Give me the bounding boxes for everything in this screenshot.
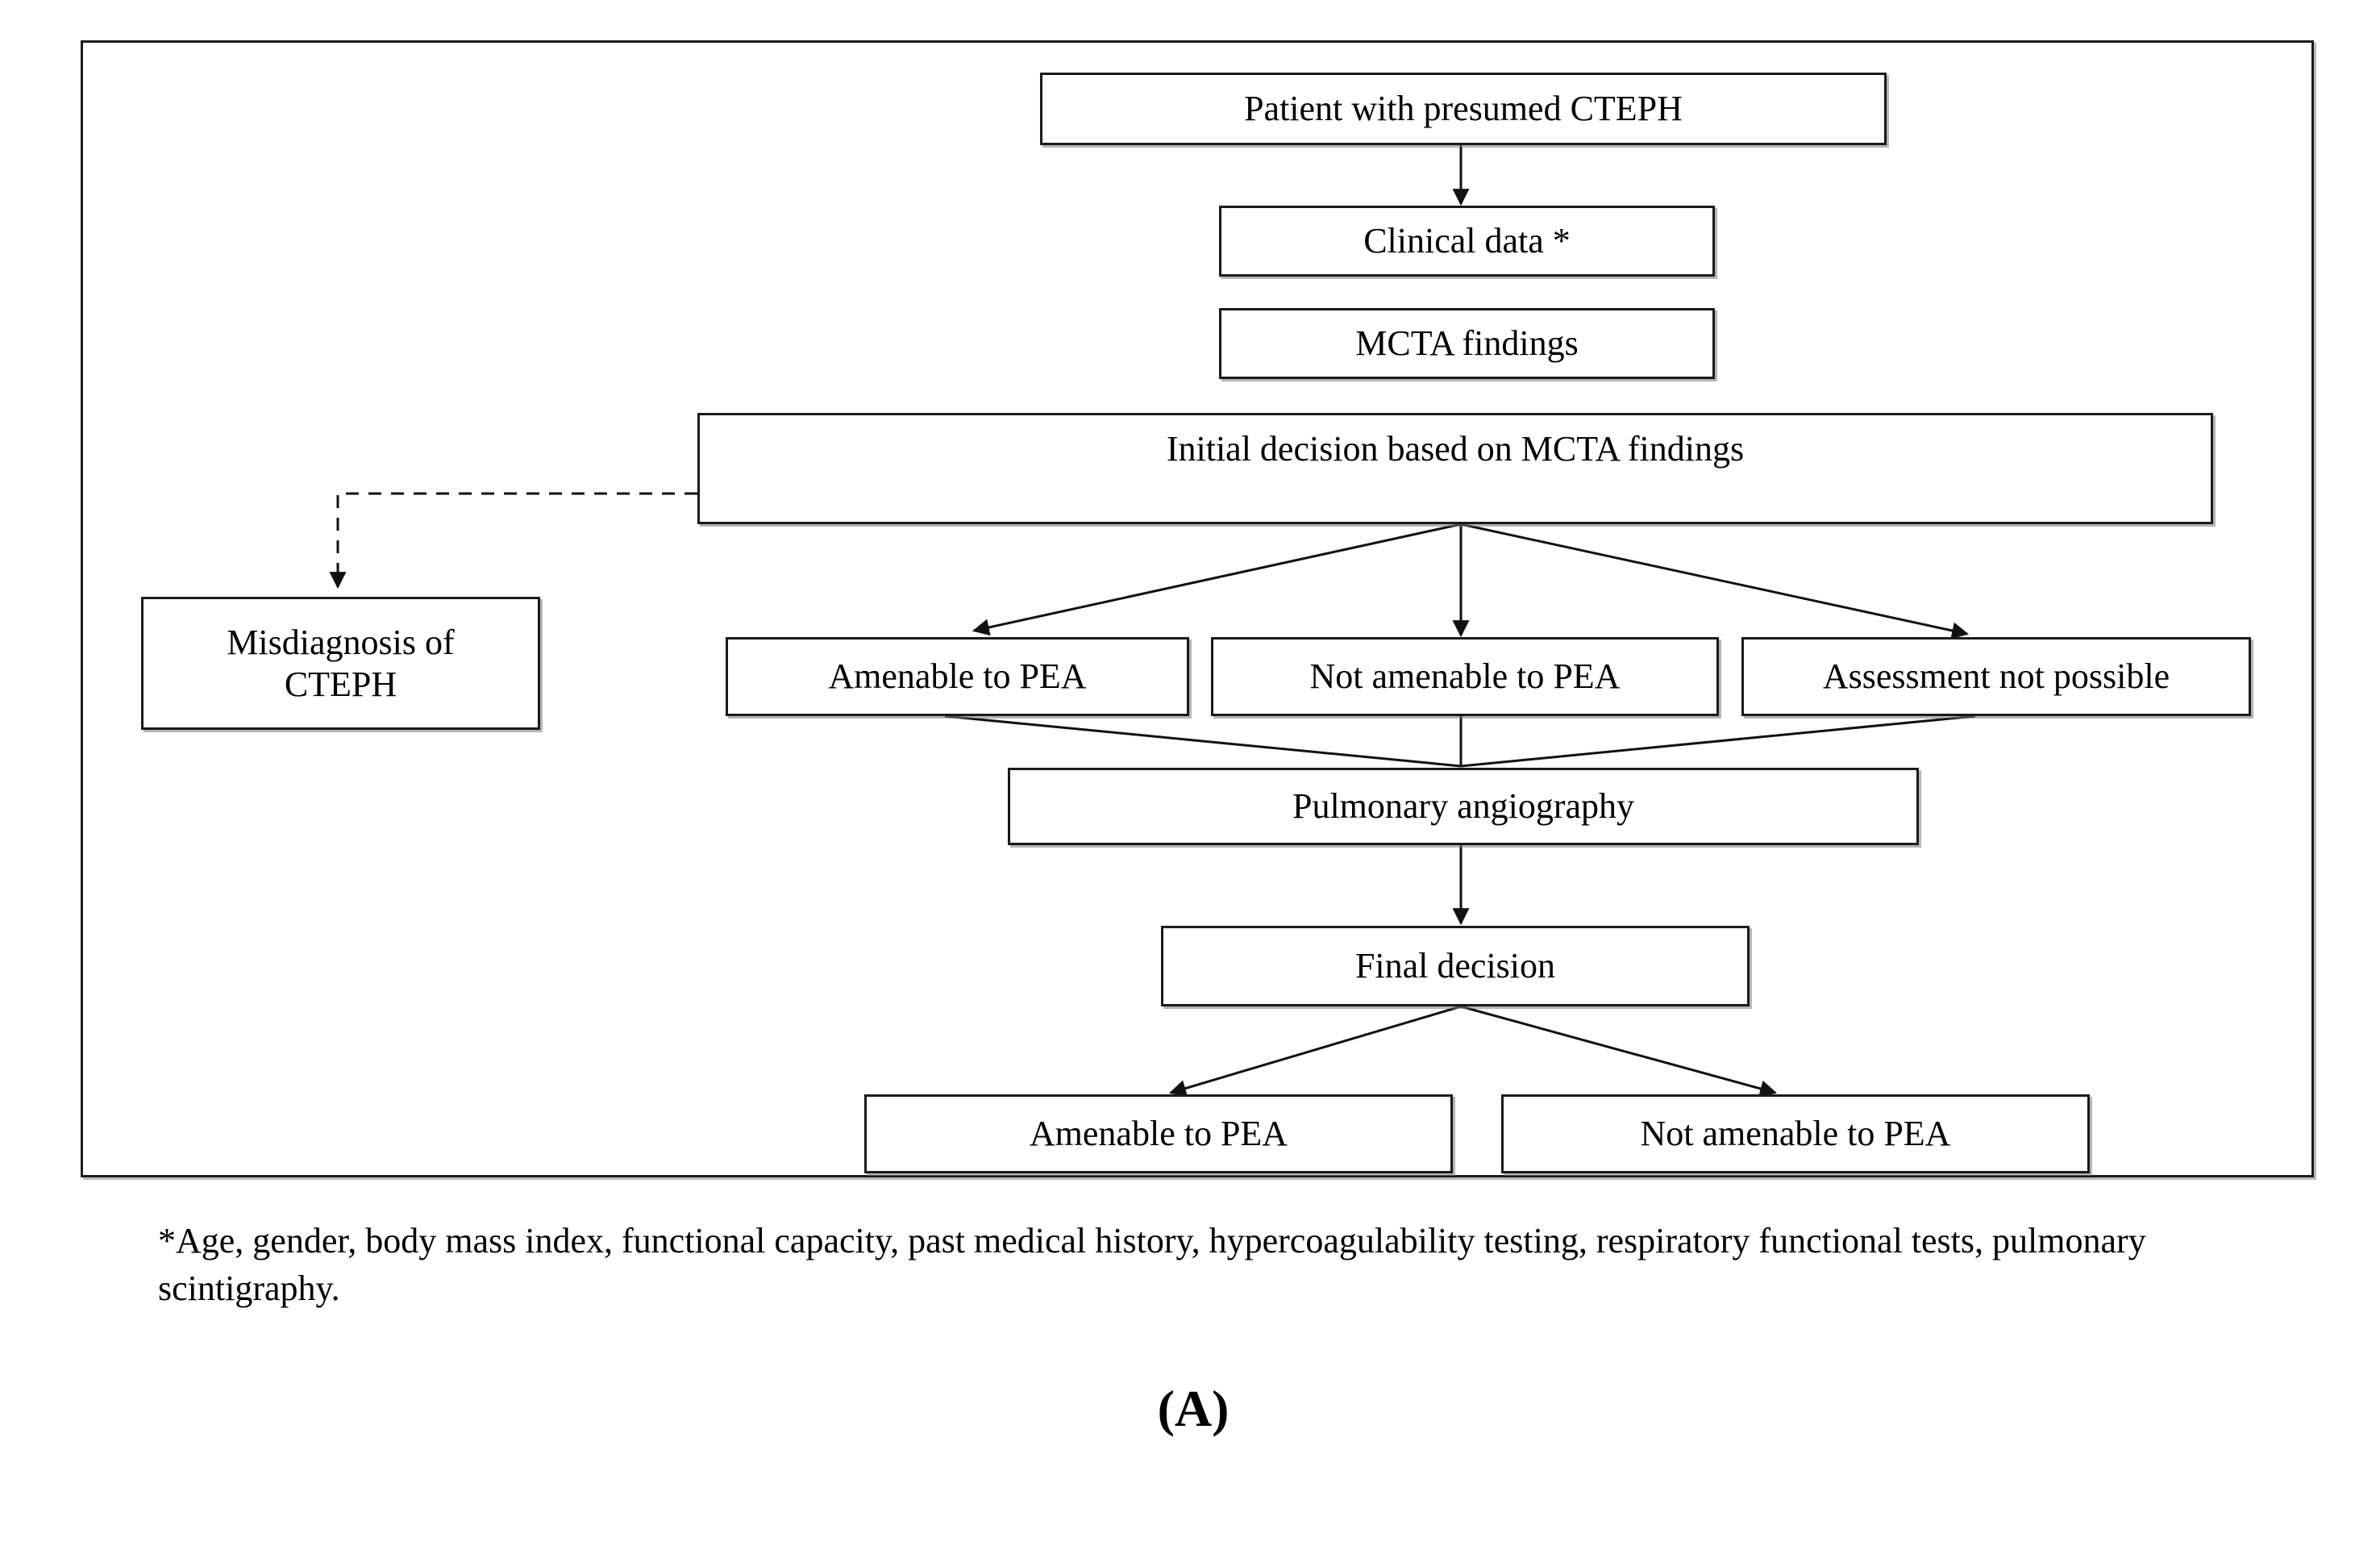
node-not-amenable-to-pea-final[interactable]: Not amenable to PEA [1501, 1094, 2090, 1173]
node-amenable-to-pea-final[interactable]: Amenable to PEA [864, 1094, 1453, 1173]
figure-footnote: *Age, gender, body mass index, functiona… [158, 1221, 2146, 1308]
edge-assessment-not-possible-to-pulmonary-angiography [1460, 715, 1976, 768]
panel-label: (A) [1157, 1380, 1230, 1437]
edge-initial-decision-to-assessment-not-possible [1460, 523, 1970, 640]
node-mcta-findings-label: MCTA findings [1355, 323, 1579, 364]
node-misdiagnosis-of-cteph-label: Misdiagnosis of CTEPH [227, 623, 455, 704]
node-pulmonary-angiography[interactable]: Pulmonary angiography [1008, 768, 1919, 845]
node-patient-with-presumed-cteph-label: Patient with presumed CTEPH [1244, 89, 1683, 129]
node-amenable-to-pea-initial[interactable]: Amenable to PEA [726, 637, 1189, 716]
node-final-decision[interactable]: Final decision [1161, 926, 1750, 1006]
node-amenable-to-pea-final-label: Amenable to PEA [1029, 1114, 1288, 1154]
figure-border [81, 40, 2314, 1177]
node-mcta-findings[interactable]: MCTA findings [1219, 308, 1715, 379]
node-amenable-to-pea-initial-label: Amenable to PEA [828, 656, 1087, 697]
node-not-amenable-to-pea-initial-label: Not amenable to PEA [1309, 656, 1621, 697]
node-clinical-data[interactable]: Clinical data * [1219, 206, 1715, 277]
node-pulmonary-angiography-label: Pulmonary angiography [1292, 786, 1635, 827]
edge-initial-decision-to-amenable [972, 523, 1462, 636]
node-assessment-not-possible[interactable]: Assessment not possible [1741, 637, 2251, 716]
node-initial-decision-label: Initial decision based on MCTA findings [1166, 429, 1745, 469]
edge-final-decision-to-not-amenable-final [1460, 1005, 1778, 1098]
node-patient-with-presumed-cteph[interactable]: Patient with presumed CTEPH [1040, 73, 1887, 145]
edge-amenable-to-pulmonary-angiography [944, 715, 1462, 768]
node-clinical-data-label: Clinical data * [1363, 221, 1571, 261]
node-initial-decision[interactable]: Initial decision based on MCTA findings [697, 413, 2213, 524]
node-misdiagnosis-of-cteph[interactable]: Misdiagnosis of CTEPH [141, 597, 540, 730]
node-final-decision-label: Final decision [1354, 946, 1556, 986]
node-assessment-not-possible-label: Assessment not possible [1822, 656, 2170, 697]
edge-initial-decision-to-misdiagnosis [329, 492, 697, 590]
node-not-amenable-to-pea-final-label: Not amenable to PEA [1640, 1114, 1951, 1154]
node-not-amenable-to-pea-initial[interactable]: Not amenable to PEA [1211, 637, 1719, 716]
edge-final-decision-to-amenable-final [1168, 1005, 1462, 1097]
